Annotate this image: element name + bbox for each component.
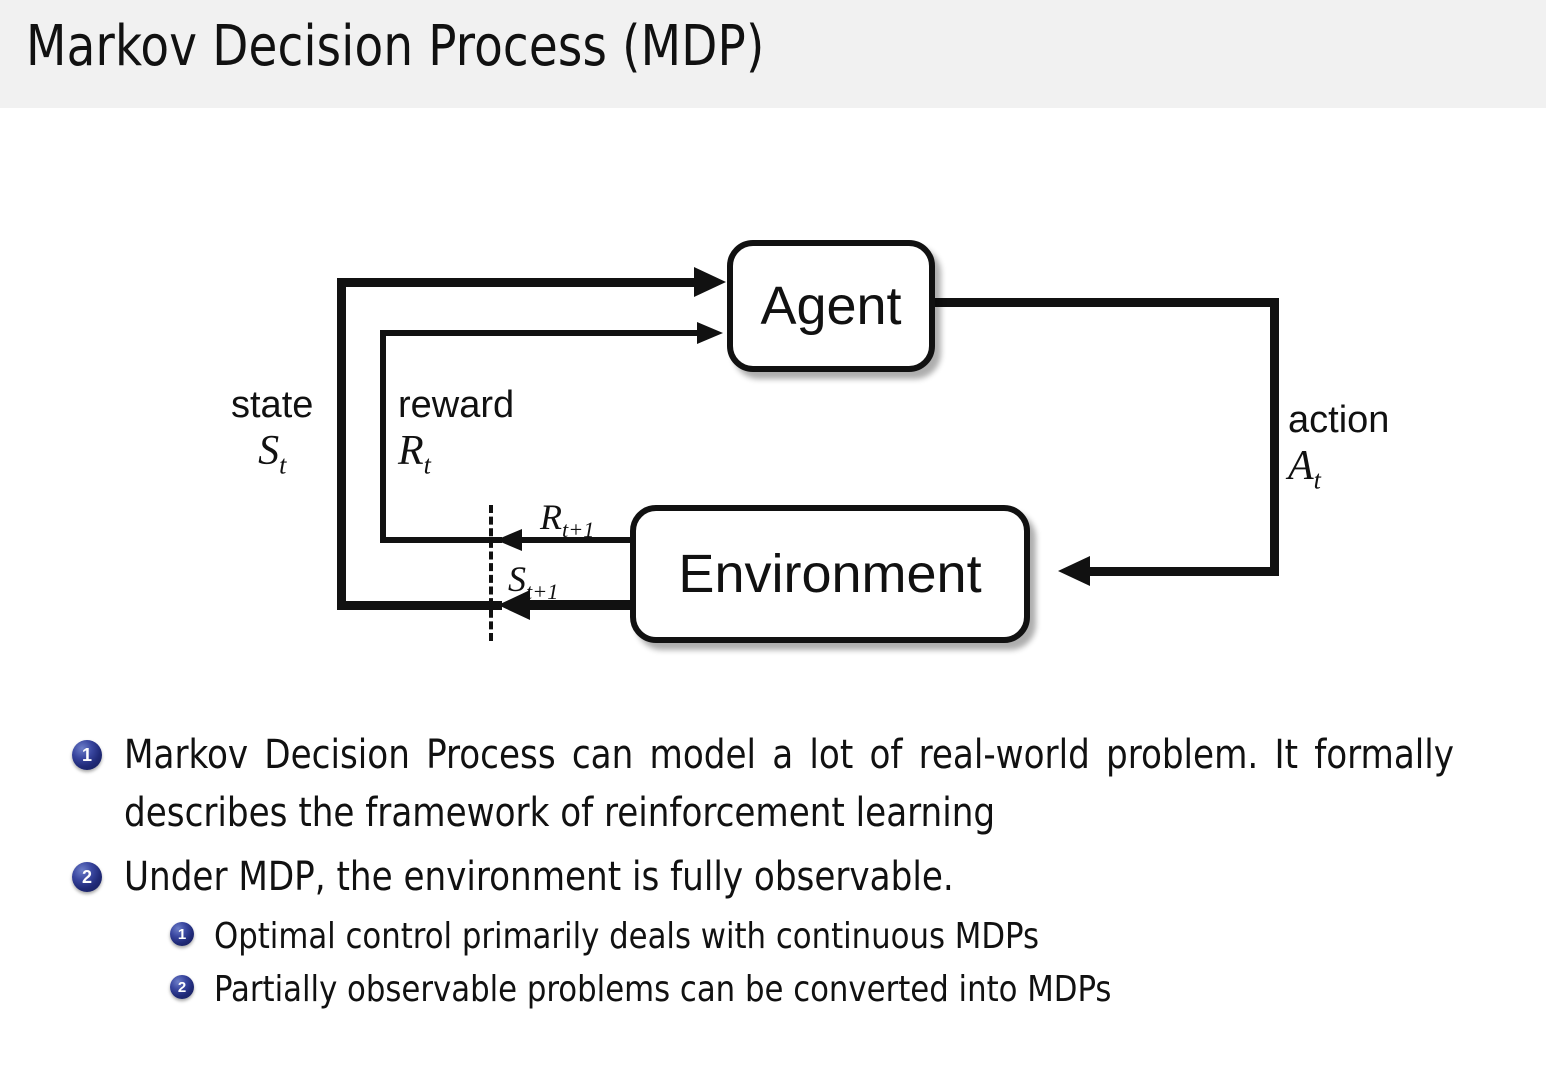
reward-arrowhead-into-agent bbox=[697, 322, 723, 344]
state-label-symbol: St bbox=[258, 427, 287, 480]
slide-header: Markov Decision Process (MDP) bbox=[0, 0, 1546, 108]
sub-bullet-badge-1: 1 bbox=[170, 922, 194, 946]
bullet-list: 1 Markov Decision Process can model a lo… bbox=[0, 726, 1546, 1017]
time-step-dashed-separator bbox=[489, 505, 493, 641]
list-item: 2 Partially observable problems can be c… bbox=[0, 963, 1546, 1016]
reward-path-bottom-segment bbox=[380, 537, 502, 543]
reward-next-label: Rt+1 bbox=[540, 496, 594, 543]
sub-bullet-text-2: Partially observable problems can be con… bbox=[214, 969, 1112, 1011]
action-label-word: action bbox=[1288, 399, 1390, 441]
list-item: 1 Optimal control primarily deals with c… bbox=[0, 910, 1546, 963]
bullet-text-2: Under MDP, the environment is fully obse… bbox=[124, 854, 954, 900]
action-path-top-segment bbox=[931, 298, 1279, 307]
action-arrowhead-into-environment bbox=[1058, 556, 1090, 586]
bullet-text-1: Markov Decision Process can model a lot … bbox=[124, 732, 1454, 836]
reward-path-top-segment bbox=[380, 330, 697, 336]
state-next-label: St+1 bbox=[508, 558, 558, 605]
sub-bullet-badge-2: 2 bbox=[170, 975, 194, 1000]
reward-label-word: reward bbox=[398, 384, 515, 426]
reward-label: reward Rt bbox=[398, 386, 514, 482]
bullet-badge-2: 2 bbox=[72, 862, 102, 892]
state-next-arrowhead bbox=[498, 590, 530, 620]
action-label-symbol: At bbox=[1288, 442, 1321, 495]
state-next-symbol: St+1 bbox=[508, 559, 559, 605]
sub-bullet-group: 1 Optimal control primarily deals with c… bbox=[0, 910, 1546, 1017]
page-title: Markov Decision Process (MDP) bbox=[26, 14, 765, 79]
reward-next-line bbox=[520, 537, 638, 543]
reward-next-arrowhead bbox=[496, 529, 522, 551]
state-next-line bbox=[528, 600, 640, 610]
state-label-word: state bbox=[231, 384, 314, 426]
list-item: 1 Markov Decision Process can model a lo… bbox=[0, 726, 1546, 842]
environment-node-label: Environment bbox=[678, 544, 982, 604]
state-path-left-segment bbox=[337, 278, 346, 610]
agent-node-label: Agent bbox=[760, 276, 902, 336]
reward-path-left-segment bbox=[380, 330, 386, 543]
state-path-bottom-segment bbox=[337, 601, 502, 610]
agent-environment-diagram: Agent Environment state St reward Rt act… bbox=[0, 108, 1546, 718]
bullet-badge-1: 1 bbox=[72, 740, 102, 770]
state-label: state St bbox=[231, 386, 313, 482]
action-path-right-segment bbox=[1270, 298, 1279, 576]
action-path-bottom-segment bbox=[1090, 567, 1279, 576]
reward-label-symbol: Rt bbox=[398, 427, 431, 480]
state-path-top-segment bbox=[337, 278, 697, 287]
sub-bullet-text-1: Optimal control primarily deals with con… bbox=[214, 916, 1040, 957]
action-label: action At bbox=[1288, 401, 1389, 497]
state-arrowhead-into-agent bbox=[694, 267, 726, 297]
environment-node[interactable]: Environment bbox=[630, 505, 1030, 643]
agent-node[interactable]: Agent bbox=[727, 240, 935, 372]
reward-next-symbol: Rt+1 bbox=[540, 497, 595, 543]
list-item: 2 Under MDP, the environment is fully ob… bbox=[0, 848, 1546, 906]
